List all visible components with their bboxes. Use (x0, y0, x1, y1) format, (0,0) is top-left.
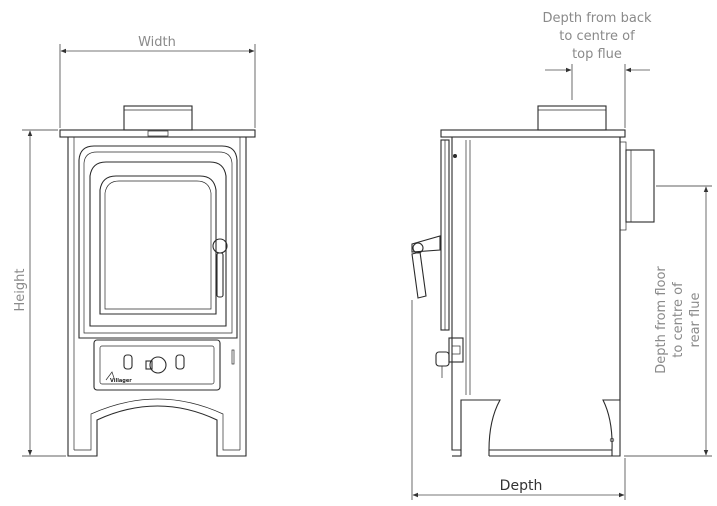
depth-label: Depth (500, 478, 543, 494)
side-top-plate (440, 129, 626, 138)
floor-to-flue-label-line-3: rear flue (688, 293, 703, 348)
height-label: Height (13, 269, 28, 312)
door (89, 161, 227, 327)
side-door-handle (411, 235, 441, 253)
side-view: Depth from back to centre of top flue De… (411, 11, 712, 500)
door-frame (78, 145, 238, 339)
front-top-plate (59, 129, 256, 138)
side-top-flue (537, 105, 607, 131)
air-vent-right (175, 354, 185, 370)
front-view: Villager Width Height (13, 35, 256, 457)
front-flue-collar (123, 105, 193, 131)
floor-to-flue-label-line-2: to centre of (671, 282, 686, 358)
floor-to-flue-label-line-1: Depth from floor (654, 266, 669, 374)
door-glass (99, 175, 217, 315)
back-to-flue-label-line-2: to centre of (559, 29, 635, 44)
back-to-flue-label-line-1: Depth from back (542, 11, 651, 26)
air-vent-left (123, 354, 133, 370)
air-control-panel (93, 339, 221, 391)
front-body (67, 137, 247, 457)
side-rear-flue (625, 149, 655, 223)
air-control-knob (149, 356, 167, 374)
width-label: Width (138, 35, 176, 50)
brand-logo-text: Villager (110, 378, 132, 384)
front-side-slot (231, 349, 235, 365)
brand-logo: Villager (105, 371, 132, 384)
back-to-flue-label-line-3: top flue (572, 47, 622, 62)
side-air-control (448, 337, 464, 363)
front-door-handle (212, 238, 228, 254)
side-body (451, 137, 621, 451)
